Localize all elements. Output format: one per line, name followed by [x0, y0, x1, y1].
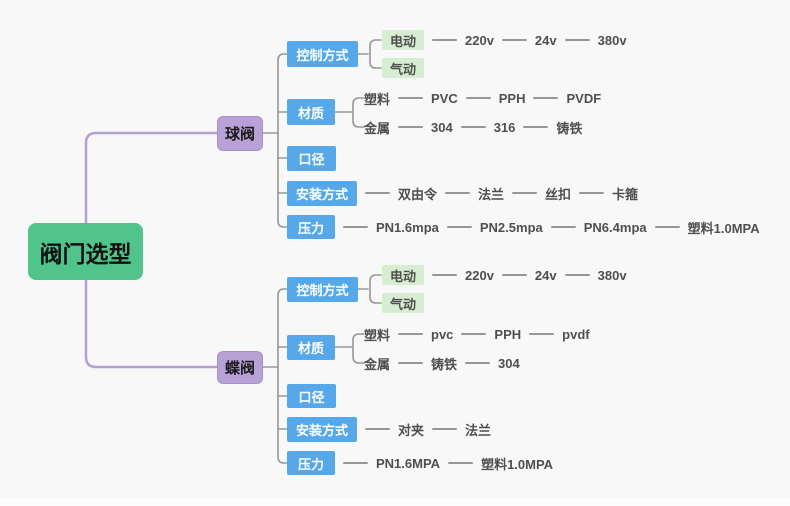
ball-category-material[interactable]: 材质 [287, 99, 335, 125]
leaf-node[interactable]: 双由令 [398, 186, 438, 202]
chain-connector-line [654, 226, 680, 228]
ball-sub-electric[interactable]: 电动 [382, 30, 424, 50]
leaf-node[interactable]: PN6.4mpa [583, 219, 647, 235]
leaf-node[interactable]: 24v [534, 267, 557, 283]
chain-connector-line [398, 333, 424, 335]
chain-connector-line [398, 126, 424, 128]
leaf-node[interactable]: 铸铁 [431, 356, 458, 372]
chain-connector-line [343, 226, 368, 228]
leaf-node[interactable]: 304 [498, 355, 520, 371]
butterfly-category-pressure[interactable]: 压力 [287, 451, 335, 475]
butterfly-pressure-chain: PN1.6MPA 塑料1.0MPA [335, 453, 553, 473]
leaf-node[interactable]: 法兰 [465, 422, 492, 438]
branch-node-ball-valve[interactable]: 球阀 [217, 116, 263, 151]
chain-connector-line [501, 39, 527, 41]
leaf-node[interactable]: PVC [431, 90, 458, 106]
butterfly-sub-plastic[interactable]: 塑料 [364, 327, 391, 343]
leaf-node[interactable]: 316 [493, 119, 516, 135]
leaf-node[interactable]: 对夹 [398, 422, 425, 438]
ball-plastic-chain: 塑料 PVC PPH PVDF [364, 88, 601, 108]
ball-sub-pneumatic[interactable]: 气动 [382, 58, 424, 78]
leaf-node[interactable]: 丝扣 [545, 186, 572, 202]
leaf-node[interactable]: 220v [465, 32, 494, 48]
ball-electric-chain: 220v 24v 380v [424, 30, 627, 50]
chain-connector-line [398, 362, 424, 364]
leaf-node[interactable]: 24v [534, 32, 557, 48]
butterfly-sub-pneumatic[interactable]: 气动 [382, 293, 424, 313]
ball-sub-plastic[interactable]: 塑料 [364, 91, 391, 107]
chain-connector-line [398, 97, 424, 99]
butterfly-category-control-method[interactable]: 控制方式 [287, 277, 358, 302]
leaf-node[interactable]: 卡箍 [612, 186, 639, 202]
chain-connector-line [533, 97, 559, 99]
butterfly-sub-electric[interactable]: 电动 [382, 265, 424, 285]
butterfly-metal-chain: 金属 铸铁 304 [364, 353, 520, 373]
chain-connector-line [465, 97, 491, 99]
butterfly-sub-metal[interactable]: 金属 [364, 356, 391, 372]
ball-branch-edges [262, 39, 382, 228]
chain-connector-line [343, 462, 368, 464]
chain-connector-line [564, 274, 590, 276]
chain-connector-line [465, 362, 491, 364]
leaf-node[interactable]: PN1.6MPA [376, 455, 441, 471]
ball-sub-metal[interactable]: 金属 [364, 120, 391, 136]
chain-connector-line [550, 226, 576, 228]
butterfly-electric-chain: 220v 24v 380v [424, 265, 627, 285]
leaf-node[interactable]: PN2.5mpa [479, 219, 543, 235]
branch-node-butterfly-valve[interactable]: 蝶阀 [217, 351, 263, 384]
chain-connector-line [512, 192, 538, 194]
leaf-node[interactable]: 380v [597, 32, 627, 48]
leaf-node[interactable]: pvdf [562, 326, 590, 342]
chain-connector-line [365, 192, 390, 194]
chain-connector-line [432, 39, 457, 41]
butterfly-plastic-chain: 塑料 pvc PPH pvdf [364, 324, 590, 344]
butterfly-install-chain: 对夹 法兰 [357, 419, 491, 439]
leaf-node[interactable]: 304 [431, 119, 453, 135]
leaf-node[interactable]: PN1.6mpa [376, 219, 439, 235]
leaf-node[interactable]: 铸铁 [556, 120, 583, 136]
chain-connector-line [523, 126, 549, 128]
chain-connector-line [460, 126, 486, 128]
chain-connector-line [564, 39, 590, 41]
chain-connector-line [365, 428, 390, 430]
chain-connector-line [446, 226, 472, 228]
butterfly-category-material[interactable]: 材质 [287, 335, 335, 360]
chain-connector-line [529, 333, 555, 335]
chain-connector-line [445, 192, 471, 194]
chain-connector-line [461, 333, 487, 335]
ball-category-install-method[interactable]: 安装方式 [287, 181, 357, 206]
leaf-node[interactable]: 法兰 [478, 186, 505, 202]
canvas-bottom-edge [0, 498, 790, 506]
leaf-node[interactable]: PVDF [566, 90, 602, 106]
butterfly-category-install-method[interactable]: 安装方式 [287, 417, 357, 442]
leaf-node[interactable]: 380v [597, 267, 627, 283]
chain-connector-line [448, 462, 474, 464]
ball-metal-chain: 金属 304 316 铸铁 [364, 117, 582, 137]
leaf-node[interactable]: 220v [465, 267, 494, 283]
leaf-node[interactable]: 塑料1.0MPA [687, 220, 760, 236]
ball-install-chain: 双由令 法兰 丝扣 卡箍 [357, 183, 638, 203]
root-node[interactable]: 阀门选型 [28, 223, 143, 280]
chain-connector-line [432, 428, 458, 430]
chain-connector-line [579, 192, 605, 194]
ball-pressure-chain: PN1.6mpa PN2.5mpa PN6.4mpa 塑料1.0MPA [335, 217, 760, 237]
ball-category-control-method[interactable]: 控制方式 [287, 41, 358, 67]
leaf-node[interactable]: PPH [494, 326, 522, 342]
leaf-node[interactable]: pvc [431, 326, 454, 342]
leaf-node[interactable]: PPH [498, 90, 526, 106]
butterfly-branch-edges [262, 274, 382, 464]
ball-category-diameter[interactable]: 口径 [287, 146, 336, 171]
butterfly-category-diameter[interactable]: 口径 [287, 384, 336, 408]
leaf-node[interactable]: 塑料1.0MPA [481, 456, 554, 472]
chain-connector-line [501, 274, 527, 276]
chain-connector-line [432, 274, 457, 276]
ball-category-pressure[interactable]: 压力 [287, 215, 335, 239]
